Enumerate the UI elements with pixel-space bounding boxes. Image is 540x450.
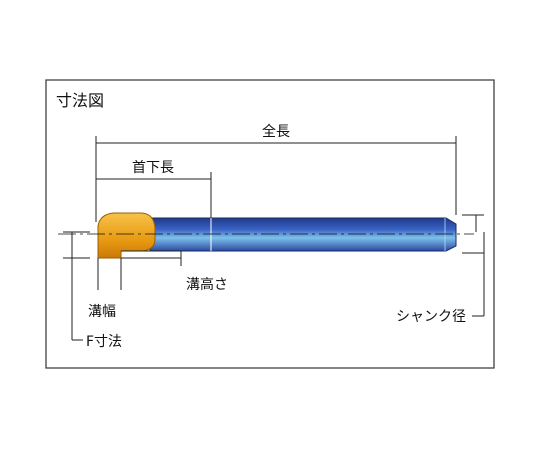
groove-height-dimension: 溝高さ: [121, 250, 228, 293]
shank-diameter-label: シャンク径: [396, 309, 466, 325]
overall-length-label: 全長: [262, 123, 290, 140]
neck-length-label: 首下長: [132, 160, 174, 176]
groove-width-label: 溝幅: [88, 304, 116, 320]
tool-shank: [149, 217, 457, 252]
f-dimension-label: F寸法: [86, 334, 122, 350]
shank-diameter-bracket: シャンク径: [396, 214, 485, 325]
groove-width-dimension: 溝幅: [88, 258, 122, 320]
diagram-title: 寸法図: [56, 91, 104, 110]
groove-height-label: 溝高さ: [186, 276, 228, 293]
f-dimension-bracket: F寸法: [63, 231, 122, 350]
overall-length-dimension: 全長: [95, 123, 457, 222]
